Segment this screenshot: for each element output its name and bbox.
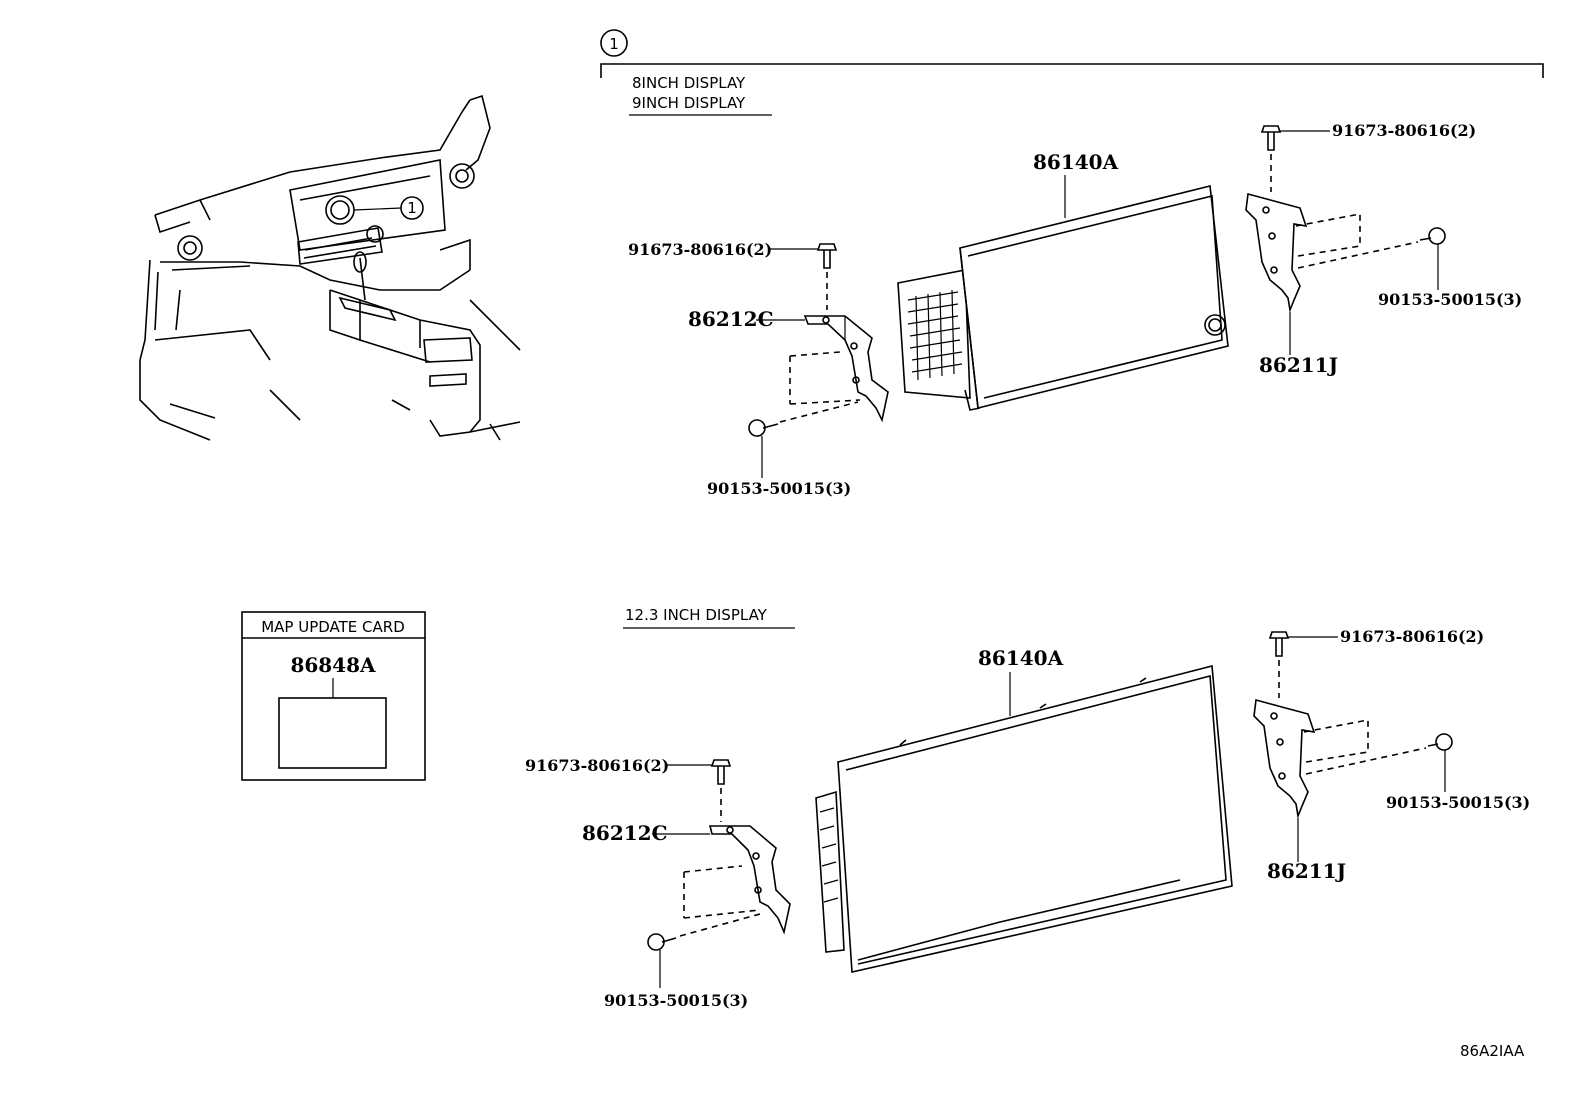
upper-right-screw-drawing: [1260, 125, 1282, 192]
lower-right-bolt-drawing: [1427, 733, 1453, 751]
map-update-card-box: MAP UPDATE CARD 86848A: [241, 611, 426, 781]
lower-section-12-3-inch: 12.3 INCH DISPLAY 86140A 86212C: [525, 606, 1530, 1010]
upper-right-bracket-drawing: [1245, 192, 1419, 313]
dashboard-overview-illustration: 1: [139, 94, 521, 441]
upper-part-86140A: 86140A: [1033, 150, 1119, 174]
lower-part-91673-80616-left: 91673-80616(2): [525, 756, 669, 775]
map-card-part-86848A: 86848A: [290, 653, 376, 677]
upper-display-unit-drawing: [897, 185, 1229, 411]
callout-number: 1: [609, 35, 619, 53]
overview-callout-label: 1: [407, 199, 417, 217]
heading-9inch-display: 9INCH DISPLAY: [632, 94, 746, 112]
lower-left-bracket-drawing: [683, 825, 791, 935]
upper-part-90153-50015-left: 90153-50015(3): [707, 479, 851, 498]
lower-part-86211J: 86211J: [1267, 859, 1346, 883]
lower-part-86212C: 86212C: [582, 821, 668, 845]
lower-part-90153-50015-right: 90153-50015(3): [1386, 793, 1530, 812]
heading-8inch-display: 8INCH DISPLAY: [632, 74, 746, 92]
lower-right-screw-drawing: [1268, 631, 1290, 698]
figure-code: 86A2IAA: [1460, 1042, 1525, 1060]
upper-part-90153-50015-right: 90153-50015(3): [1378, 290, 1522, 309]
upper-section-8-9-inch: 8INCH DISPLAY 9INCH DISPLAY 86140A: [628, 74, 1522, 498]
upper-part-91673-80616-left: 91673-80616(2): [628, 240, 772, 259]
upper-left-bracket-drawing: [789, 315, 889, 423]
heading-12-3-inch-display: 12.3 INCH DISPLAY: [625, 606, 768, 624]
lower-right-bracket-drawing: [1253, 698, 1427, 819]
map-card-title: MAP UPDATE CARD: [261, 618, 405, 636]
upper-right-bolt-drawing: [1419, 227, 1446, 245]
upper-part-86212C: 86212C: [688, 307, 774, 331]
upper-left-screw-drawing: [816, 243, 838, 310]
lower-left-bolt-drawing: [647, 913, 761, 951]
lower-display-unit-drawing: [815, 664, 1233, 973]
lower-left-screw-drawing: [710, 759, 732, 822]
upper-part-91673-80616-right: 91673-80616(2): [1332, 121, 1476, 140]
lower-part-86140A: 86140A: [978, 646, 1064, 670]
callout-bracket: 1: [600, 29, 1544, 78]
upper-part-86211J: 86211J: [1259, 353, 1338, 377]
lower-part-91673-80616-right: 91673-80616(2): [1340, 627, 1484, 646]
lower-part-90153-50015-left: 90153-50015(3): [604, 991, 748, 1010]
upper-left-bolt-drawing: [748, 401, 859, 437]
